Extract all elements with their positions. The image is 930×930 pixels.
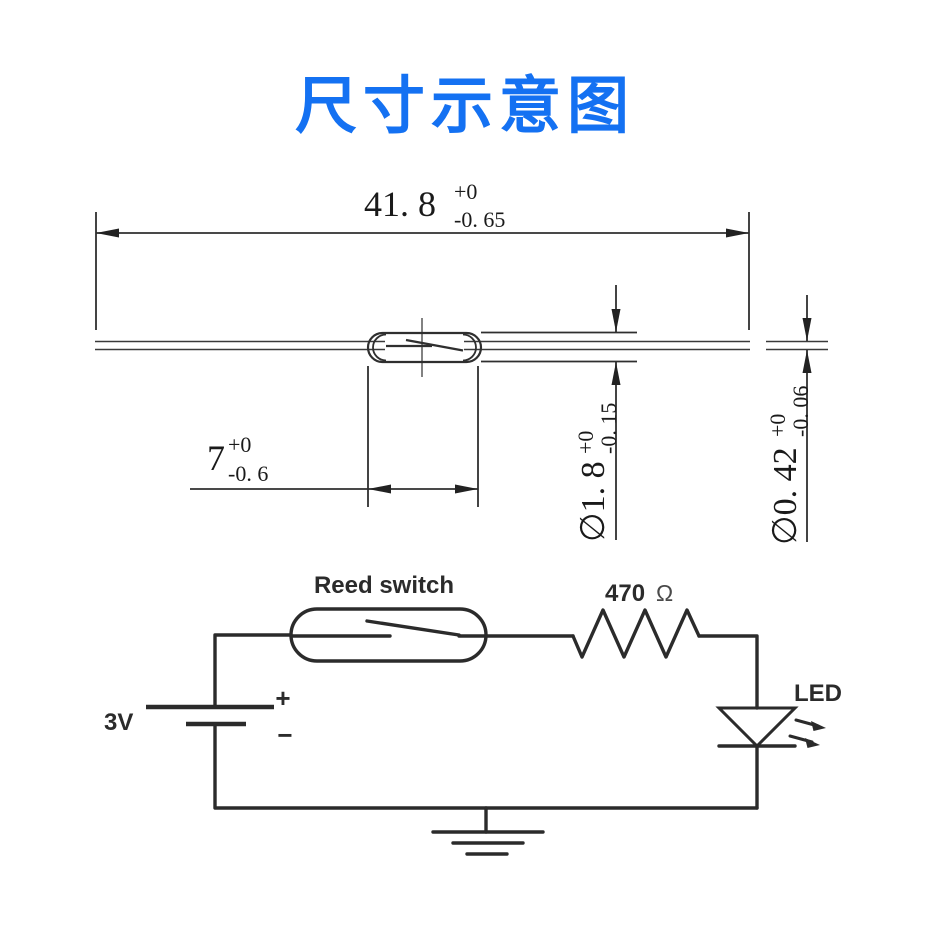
arrowhead-down <box>802 318 812 341</box>
dimension-drawing: 41. 8 +0 -0. 65 7 +0 -0. 6 <box>95 179 828 545</box>
arrowhead-up <box>611 362 621 385</box>
resistor-value: 470 <box>605 580 645 607</box>
wire-bottom <box>213 722 759 810</box>
svg-text:∅0. 42: ∅0. 42 <box>767 447 804 545</box>
ground-symbol <box>431 806 545 856</box>
page-title: 尺寸示意图 <box>294 72 635 141</box>
wires <box>213 633 759 810</box>
wire-top-left <box>213 633 293 708</box>
led-light-arrows <box>788 718 826 748</box>
svg-text:+0: +0 <box>765 414 790 437</box>
dim-glass-length-upper: +0 <box>228 432 251 457</box>
svg-text:+0: +0 <box>573 431 598 454</box>
resistor-zigzag <box>571 608 701 659</box>
dim-total-length-value: 41. 8 <box>364 184 436 224</box>
svg-text:-0. 15: -0. 15 <box>596 403 621 454</box>
dim-glass-diameter: ∅1. 8 +0 -0. 15 <box>481 285 637 542</box>
dim-lead-diameter-text: ∅0. 42 +0 -0. 06 <box>765 386 813 545</box>
led-label: LED <box>794 680 842 707</box>
light-arrowhead <box>805 738 820 748</box>
battery-minus-sign: − <box>277 720 292 750</box>
led-triangle <box>715 706 799 749</box>
battery-plus-sign: + <box>275 683 290 713</box>
arrowhead-left <box>368 484 391 494</box>
dim-total-length-upper: +0 <box>454 179 477 204</box>
resistor-unit: Ω <box>656 580 673 606</box>
arrowhead-right <box>455 484 478 494</box>
arrowhead-up <box>802 350 812 373</box>
arrowhead-left <box>96 228 119 238</box>
reed-switch-symbol: Reed switch <box>289 572 488 663</box>
svg-text:-0. 06: -0. 06 <box>788 386 813 437</box>
dim-glass-length: 7 +0 -0. 6 <box>190 366 479 507</box>
glass-capsule <box>366 318 483 377</box>
light-arrowhead <box>811 721 826 731</box>
circuit-diagram: Reed switch 470 Ω LED <box>104 572 842 856</box>
dim-glass-diameter-text: ∅1. 8 +0 -0. 15 <box>573 403 621 542</box>
dim-lead-diameter: ∅0. 42 +0 -0. 06 <box>765 295 813 545</box>
dim-total-length-lower: -0. 65 <box>454 207 505 232</box>
arrowhead-right <box>726 228 749 238</box>
reed-switch-label: Reed switch <box>314 572 454 599</box>
svg-text:∅1. 8: ∅1. 8 <box>575 461 612 542</box>
dim-glass-length-lower: -0. 6 <box>228 461 268 486</box>
arrowhead-down <box>611 309 621 332</box>
resistor-symbol: 470 Ω <box>571 580 701 659</box>
lead-wire <box>95 340 828 351</box>
wire-resistor-to-led <box>697 634 759 710</box>
glass-inner-arc-left <box>372 333 387 362</box>
glass-inner-arc-right <box>462 333 477 362</box>
reed-contacts <box>386 338 464 352</box>
reed-blade <box>365 619 461 637</box>
dim-glass-length-value: 7 <box>207 438 225 478</box>
battery-voltage-label: 3V <box>104 709 133 736</box>
dim-total-length: 41. 8 +0 -0. 65 <box>95 179 750 330</box>
led-symbol: LED <box>715 680 842 749</box>
battery-symbol: + − 3V <box>104 683 293 750</box>
